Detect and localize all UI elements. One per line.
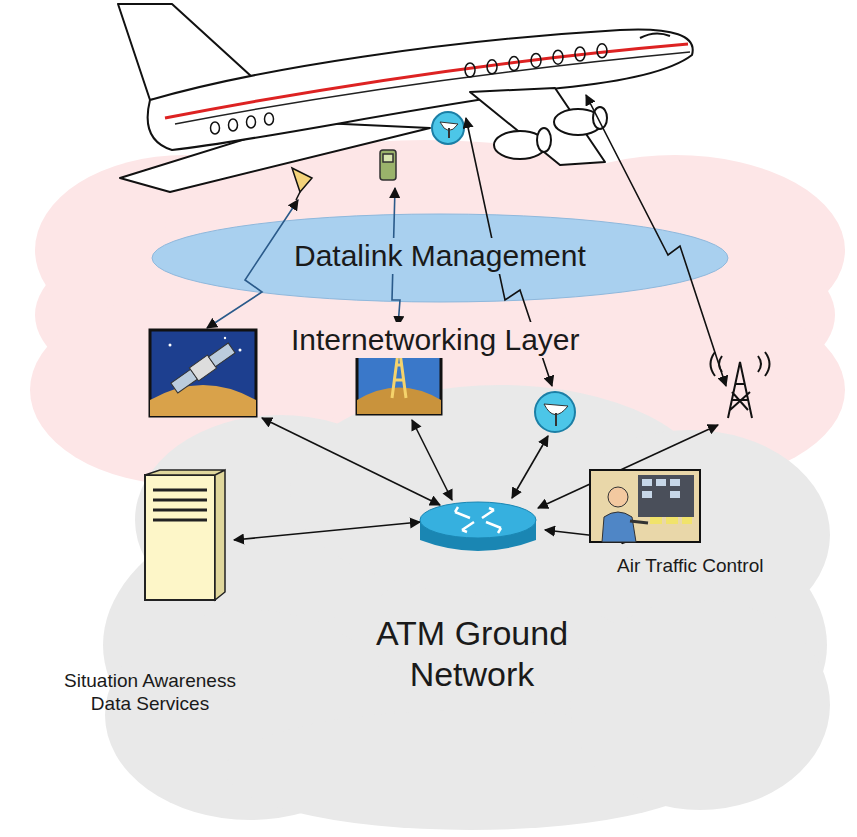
onboard-dish [432, 112, 464, 144]
datalink-ellipse: Datalink Management [150, 212, 730, 304]
atc-station: Air Traffic Control [590, 465, 790, 585]
satellite-icon [150, 330, 256, 416]
data-server: Situation Awareness Data Services [50, 470, 250, 735]
internetworking-cloud-shape [25, 140, 845, 490]
onboard-phone [380, 150, 396, 180]
ground-network-cloud-shape [100, 385, 830, 830]
node-label: Internetworking Layer [285, 322, 586, 358]
ground-network-cloud: ATM Ground NetworkSituation Awareness Da… [100, 385, 830, 830]
airplane-windows [211, 44, 608, 134]
ground-dish-icon [535, 392, 575, 432]
router-icon [420, 502, 536, 551]
internetworking-cloud: Internetworking Layer Datalink Management [25, 140, 845, 490]
node-label: Air Traffic Control [617, 555, 763, 578]
node-label: Datalink Management [288, 238, 592, 274]
node-label: ATM Ground Network [322, 613, 622, 695]
node-label: Situation Awareness Data Services [50, 670, 250, 716]
